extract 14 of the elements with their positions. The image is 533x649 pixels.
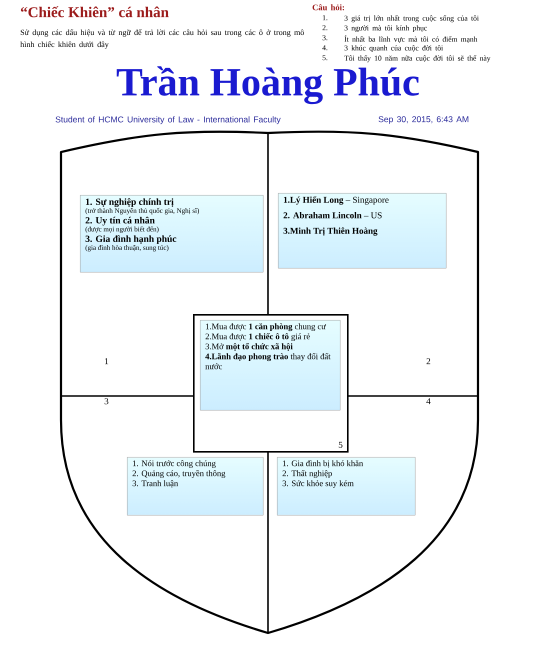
info-box: 1. Gia đình bị khó khăn 2. Thất nghiệp 3. Sức khỏe suy kém xyxy=(277,457,416,516)
subtitle: Student of HCMC University of Law - International Faculty xyxy=(56,116,281,124)
name-heading: Trần Hoàng Phúc xyxy=(116,66,419,104)
info-box: 1.Lý Hiển Long – Singapore 2. Abraham Lincoln – US 3.Minh Trị Thiên Hoàng xyxy=(278,193,446,268)
quadrant-number: 4 xyxy=(426,398,431,404)
info-box: 1.Mua được 1 căn phòng chung cư 2.Mua được 1 chiếc ô tô giá rẻ 3.Mở một tổ chức xã hội 4.Lãnh đạo phong trào thay đổi đất nước xyxy=(200,320,340,410)
info-box: 1. Nói trước công chúng 2. Quảng cáo, truyền thông 3. Tranh luận xyxy=(127,457,264,516)
quadrant-number: 1 xyxy=(104,358,108,364)
questions-heading: Câu hỏi: xyxy=(312,4,344,10)
date-text: Sep 30, 2015, 6:43 AM xyxy=(378,116,468,124)
quadrant-number: 3 xyxy=(104,398,108,404)
quadrant-number: 2 xyxy=(426,358,430,364)
instruction-text: Sử dụng các dấu hiệu và từ ngữ để trả lời các câu hỏi sau trong các ô ở trong mô hình chiếc khiên dưới đây xyxy=(20,29,304,49)
title: “Chiếc Khiên” cá nhân xyxy=(20,6,169,18)
